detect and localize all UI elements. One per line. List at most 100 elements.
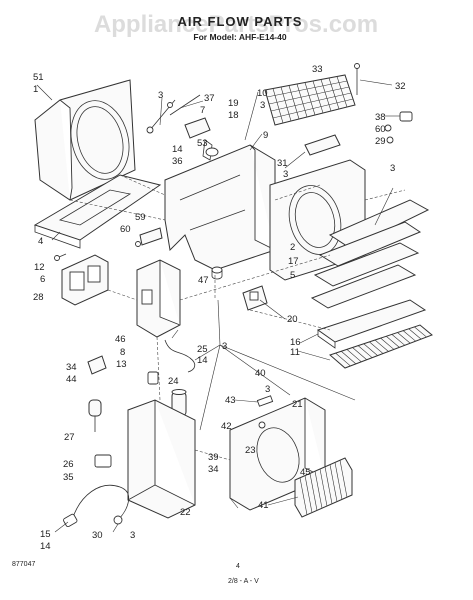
diagram-title: AIR FLOW PARTS xyxy=(178,14,303,29)
part-18-clip xyxy=(184,117,213,161)
part-47-knob xyxy=(211,266,223,280)
callout-3: 3 xyxy=(158,90,163,101)
part-33-grille xyxy=(264,74,356,126)
callout-31: 31 xyxy=(277,158,288,169)
part-16-filter-frame xyxy=(316,299,427,349)
part-7-rods xyxy=(146,94,201,134)
callout-24: 24 xyxy=(168,376,179,387)
callout-45: 45 xyxy=(300,467,311,478)
callout-21: 21 xyxy=(292,399,303,410)
footer-part-number: 877047 xyxy=(12,561,35,568)
callout-23: 23 xyxy=(245,445,256,456)
callout-60: 60 xyxy=(120,224,131,235)
callout-32: 32 xyxy=(395,81,406,92)
callout-12: 12 xyxy=(34,262,45,273)
callout-25: 25 xyxy=(197,344,208,355)
part-15-power-cord xyxy=(63,485,129,528)
callout-7: 7 xyxy=(200,105,205,116)
part-30-clamp xyxy=(113,515,123,525)
part-35-electrical-box xyxy=(127,399,196,519)
callout-3: 3 xyxy=(283,169,288,180)
part-4-base-rail xyxy=(33,174,162,249)
diagram-subtitle: For Model: AHF-E14-40 xyxy=(193,32,286,42)
callout-44: 44 xyxy=(66,374,77,385)
callout-14: 14 xyxy=(197,355,208,366)
callout-59: 59 xyxy=(135,212,146,223)
part-43-damper xyxy=(256,395,274,429)
callout-3: 3 xyxy=(222,341,227,352)
callout-28: 28 xyxy=(33,292,44,303)
callout-26: 26 xyxy=(63,459,74,470)
callout-35: 35 xyxy=(63,472,74,483)
callout-19: 19 xyxy=(228,98,239,109)
callout-18: 18 xyxy=(228,110,239,121)
callout-42: 42 xyxy=(221,421,232,432)
callout-22: 22 xyxy=(180,507,191,518)
part-51-front-panel xyxy=(34,79,136,201)
callout-38: 38 xyxy=(375,112,386,123)
part-31-bracket xyxy=(304,134,341,156)
callout-16: 16 xyxy=(290,337,301,348)
callout-13: 13 xyxy=(116,359,127,370)
callout-27: 27 xyxy=(64,432,75,443)
part-45-coil xyxy=(294,457,353,518)
callout-33: 33 xyxy=(312,64,323,75)
part-13-relay xyxy=(147,371,159,385)
callout-46: 46 xyxy=(115,334,126,345)
footer-page-number: 4 xyxy=(236,563,240,570)
callout-5: 5 xyxy=(290,270,295,281)
part-26-switch xyxy=(94,454,112,468)
callout-15: 15 xyxy=(40,529,51,540)
callout-51: 51 xyxy=(33,72,44,83)
part-11-filter xyxy=(329,324,433,369)
callout-3: 3 xyxy=(265,384,270,395)
callout-39: 39 xyxy=(208,452,219,463)
part-28-bracket xyxy=(61,254,109,306)
part-27-bulb xyxy=(88,399,102,432)
callout-4: 4 xyxy=(38,236,43,247)
part-38-fitting xyxy=(384,111,413,144)
callout-36: 36 xyxy=(172,156,183,167)
footer-code: 2/8 - A - V xyxy=(228,578,259,585)
part-20-latch xyxy=(242,285,268,311)
callout-1: 1 xyxy=(33,84,38,95)
part-12-screws xyxy=(54,253,67,261)
callout-14: 14 xyxy=(172,144,183,155)
callout-8: 8 xyxy=(120,347,125,358)
callout-30: 30 xyxy=(92,530,103,541)
callout-47: 47 xyxy=(198,275,209,286)
callout-labels: 51 1 3 37 7 19 18 10 3 9 33 32 38 60 29 … xyxy=(33,64,406,552)
callout-11: 11 xyxy=(290,347,300,358)
callout-3: 3 xyxy=(260,100,265,111)
callout-10: 10 xyxy=(257,88,268,99)
callout-6: 6 xyxy=(40,274,45,285)
callout-53: 53 xyxy=(197,138,208,149)
part-9-center-housing xyxy=(164,144,276,271)
part-44-terminal xyxy=(87,355,107,375)
part-59-bracket xyxy=(135,227,163,247)
callout-34: 34 xyxy=(66,362,77,373)
callout-43: 43 xyxy=(225,395,236,406)
callout-40: 40 xyxy=(255,368,266,379)
part-2-top-panel xyxy=(310,199,430,309)
callout-2: 2 xyxy=(290,242,295,253)
callout-41: 41 xyxy=(258,500,269,511)
part-32-screw xyxy=(354,63,360,95)
part-25-wire xyxy=(164,339,196,373)
callout-60: 60 xyxy=(375,124,386,135)
watermark-logo: AppliancePartsPros.com xyxy=(94,11,378,38)
assembly-guide-lines xyxy=(69,174,406,461)
callout-3: 3 xyxy=(390,163,395,174)
part-46-control-box xyxy=(136,259,181,338)
callout-9: 9 xyxy=(263,130,268,141)
callout-17: 17 xyxy=(288,256,299,267)
callout-34: 34 xyxy=(208,464,219,475)
callout-29: 29 xyxy=(375,136,386,147)
callout-leader-lines xyxy=(36,79,400,533)
callout-20: 20 xyxy=(287,314,298,325)
callout-14: 14 xyxy=(40,541,51,552)
part-53-strap xyxy=(205,147,219,157)
callout-3: 3 xyxy=(130,530,135,541)
callout-37: 37 xyxy=(204,93,215,104)
